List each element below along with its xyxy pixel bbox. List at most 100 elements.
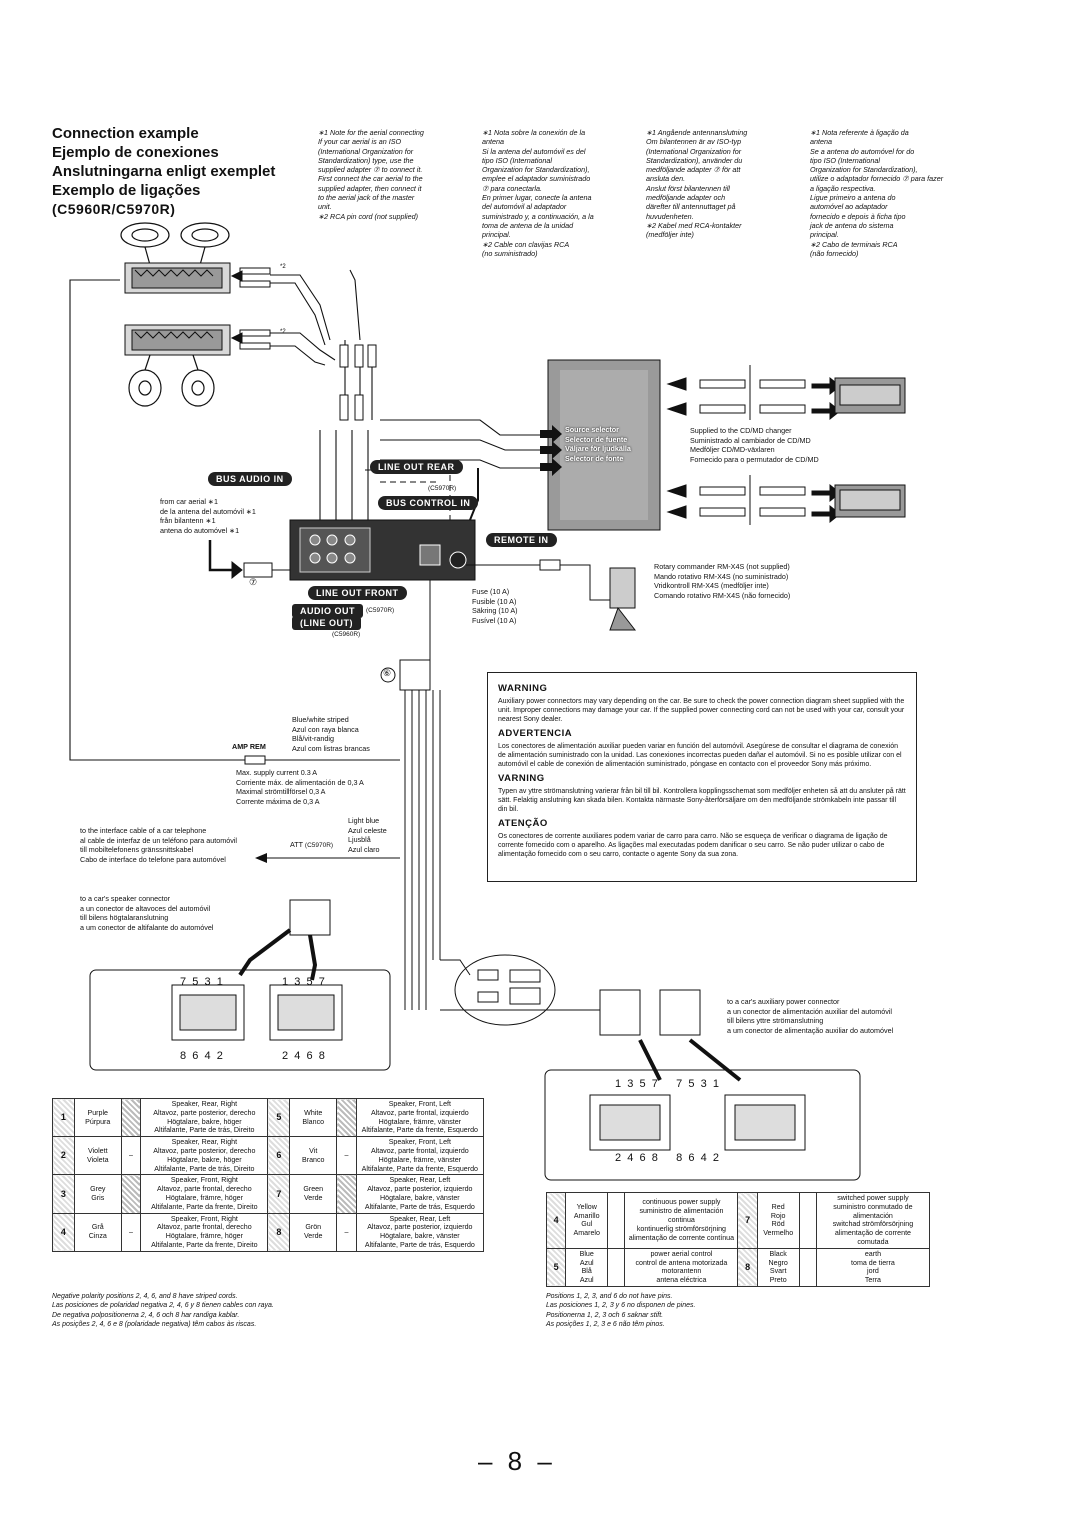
pin-number: 2 bbox=[52, 1136, 75, 1176]
line-out-rear-model: (C5970R) bbox=[428, 485, 457, 492]
aerial-adapter bbox=[208, 540, 290, 580]
wire-color: White Blanco bbox=[289, 1097, 338, 1138]
speaker-connector-right bbox=[269, 984, 343, 1041]
warning-head-sv: VARNING bbox=[498, 773, 545, 784]
pin-number: 7 bbox=[737, 1192, 758, 1249]
pins-left-bottom: 8 6 4 2 bbox=[180, 1050, 223, 1062]
pin-number: 4 bbox=[545, 1192, 567, 1249]
pin-number: 4 bbox=[52, 1212, 75, 1252]
light-blue-label: Light blue Azul celeste Ljusblå Azul cla… bbox=[348, 816, 387, 854]
wire-color: Yellow Amarillo Gul Amarelo bbox=[565, 1192, 609, 1249]
selector-arrows bbox=[540, 425, 562, 476]
wire-color: Grön Verde bbox=[289, 1212, 338, 1252]
wire-color: Blue Azul Blå Azul bbox=[565, 1247, 609, 1287]
note-pt: ∗1 Nota referente à ligação da antena Se… bbox=[810, 128, 944, 258]
wire-color: Purple Púrpura bbox=[73, 1097, 122, 1138]
note-en: ∗1 Note for the aerial connecting If you… bbox=[318, 128, 424, 221]
stripe-marker bbox=[798, 1192, 817, 1249]
wire-function: continuous power supply suministro de al… bbox=[624, 1192, 739, 1249]
wire-function: Speaker, Front, Left Altavoz, parte fron… bbox=[355, 1097, 485, 1138]
callout-7: ⑦ bbox=[249, 577, 258, 587]
att-model: (C5970R) bbox=[304, 842, 334, 849]
aux-power-label: to a car's auxiliary power connector a u… bbox=[727, 997, 894, 1035]
audio-out-label: AUDIO OUT bbox=[292, 604, 363, 618]
rca-plugs-bottom bbox=[230, 329, 271, 350]
note-sv: ∗1 Angående antennanslutning Om bilanten… bbox=[646, 128, 748, 240]
callout-6: ⑥ bbox=[383, 668, 392, 678]
stripe-marker: – bbox=[120, 1212, 142, 1252]
warning-body-en: Auxiliary power connectors may vary depe… bbox=[498, 698, 905, 723]
bus-audio-in-label: BUS AUDIO IN bbox=[208, 472, 292, 486]
amp-rem-label: AMP REM bbox=[232, 742, 266, 751]
rotary-commander-graphic bbox=[609, 567, 637, 631]
warning-body-es: Los conectores de alimentación auxiliar … bbox=[498, 743, 902, 768]
power-connector-left bbox=[589, 1094, 671, 1151]
amplifier-top bbox=[124, 262, 231, 294]
callout-2-top: *2 bbox=[280, 264, 286, 270]
stripe-marker bbox=[607, 1247, 626, 1287]
stripe-marker bbox=[798, 1247, 817, 1287]
wire-color: Grå Cinza bbox=[73, 1212, 122, 1252]
wire-color: Red Rojo Röd Vermelho bbox=[756, 1192, 800, 1249]
wire-color: Violett Violeta bbox=[73, 1136, 122, 1176]
wire-function: power aerial control control de antena m… bbox=[624, 1247, 739, 1287]
title-pt: Exemplo de ligações bbox=[52, 182, 201, 199]
amplifier-bottom bbox=[124, 324, 231, 356]
stripe-marker bbox=[336, 1097, 357, 1138]
att-text: ATT bbox=[290, 840, 303, 849]
head-unit-rear-panel bbox=[289, 519, 476, 581]
wire-color: Vit Branco bbox=[289, 1136, 338, 1176]
line-out-rear-label: LINE OUT REAR bbox=[370, 460, 463, 474]
wire-color: Black Negro Svart Preto bbox=[756, 1247, 800, 1287]
wire-color: Grey Gris bbox=[73, 1174, 122, 1214]
wire-function: Speaker, Rear, Right Altavoz, parte post… bbox=[140, 1136, 269, 1176]
pin-number: 3 bbox=[52, 1174, 75, 1214]
title-es: Ejemplo de conexiones bbox=[52, 144, 219, 161]
stripe-marker bbox=[607, 1192, 626, 1249]
stripe-marker: – bbox=[120, 1136, 142, 1176]
wire-function: switched power supply suministro conmuta… bbox=[815, 1192, 931, 1249]
wire-function: Speaker, Rear, Left Altavoz, parte poste… bbox=[355, 1212, 485, 1252]
callout-2-bottom: *2 bbox=[280, 329, 286, 335]
power-pins-bottom: 2 4 6 8 8 6 4 2 bbox=[615, 1152, 719, 1164]
stripe-marker bbox=[120, 1174, 142, 1214]
wire-function: Speaker, Front, Left Altavoz, parte fron… bbox=[355, 1136, 485, 1176]
title-sv: Anslutningarna enligt exemplet bbox=[52, 163, 276, 180]
from-aerial-label: from car aerial ∗1 de la antena del auto… bbox=[160, 497, 256, 535]
pins-mid-top: 1 3 5 7 bbox=[282, 976, 325, 988]
speaker-note: Negative polarity positions 2, 4, 6, and… bbox=[52, 1293, 274, 1328]
power-note: Positions 1, 2, 3, and 6 do not have pin… bbox=[546, 1293, 696, 1328]
title-block: Connection example Ejemplo de conexiones… bbox=[52, 124, 275, 219]
harness-connector-6 bbox=[399, 659, 441, 1010]
warning-body-sv: Typen av yttre strömanslutning varierar … bbox=[498, 788, 906, 813]
speaker-connector-label: to a car's speaker connector a un conect… bbox=[80, 894, 214, 932]
warning-head-pt: ATENÇÃO bbox=[498, 818, 548, 829]
stripe-marker bbox=[336, 1174, 357, 1214]
pin-number: 5 bbox=[545, 1247, 567, 1287]
cd-changer-units bbox=[834, 377, 906, 518]
warning-box: WARNING Auxiliary power connectors may v… bbox=[487, 672, 917, 882]
warning-body-pt: Os conectores de corrente auxiliares pod… bbox=[498, 833, 888, 858]
wire-function: earth toma de tierra jord Terra bbox=[815, 1247, 931, 1287]
max-supply-label: Max. supply current 0.3 A Corriente máx.… bbox=[236, 768, 364, 806]
pin-number: 6 bbox=[267, 1136, 291, 1176]
remote-in-label: REMOTE IN bbox=[486, 533, 557, 547]
rca-wire-lines bbox=[69, 269, 540, 761]
line-out-label: (LINE OUT) bbox=[292, 616, 361, 630]
rca-plugs-top bbox=[230, 267, 271, 288]
stripe-marker bbox=[120, 1097, 142, 1138]
line-out-front-label: LINE OUT FRONT bbox=[308, 586, 407, 600]
speaker-connector-left bbox=[171, 984, 245, 1041]
warning-head-es: ADVERTENCIA bbox=[498, 728, 573, 739]
pin-number: 1 bbox=[52, 1097, 75, 1138]
stripe-marker: – bbox=[336, 1136, 357, 1176]
